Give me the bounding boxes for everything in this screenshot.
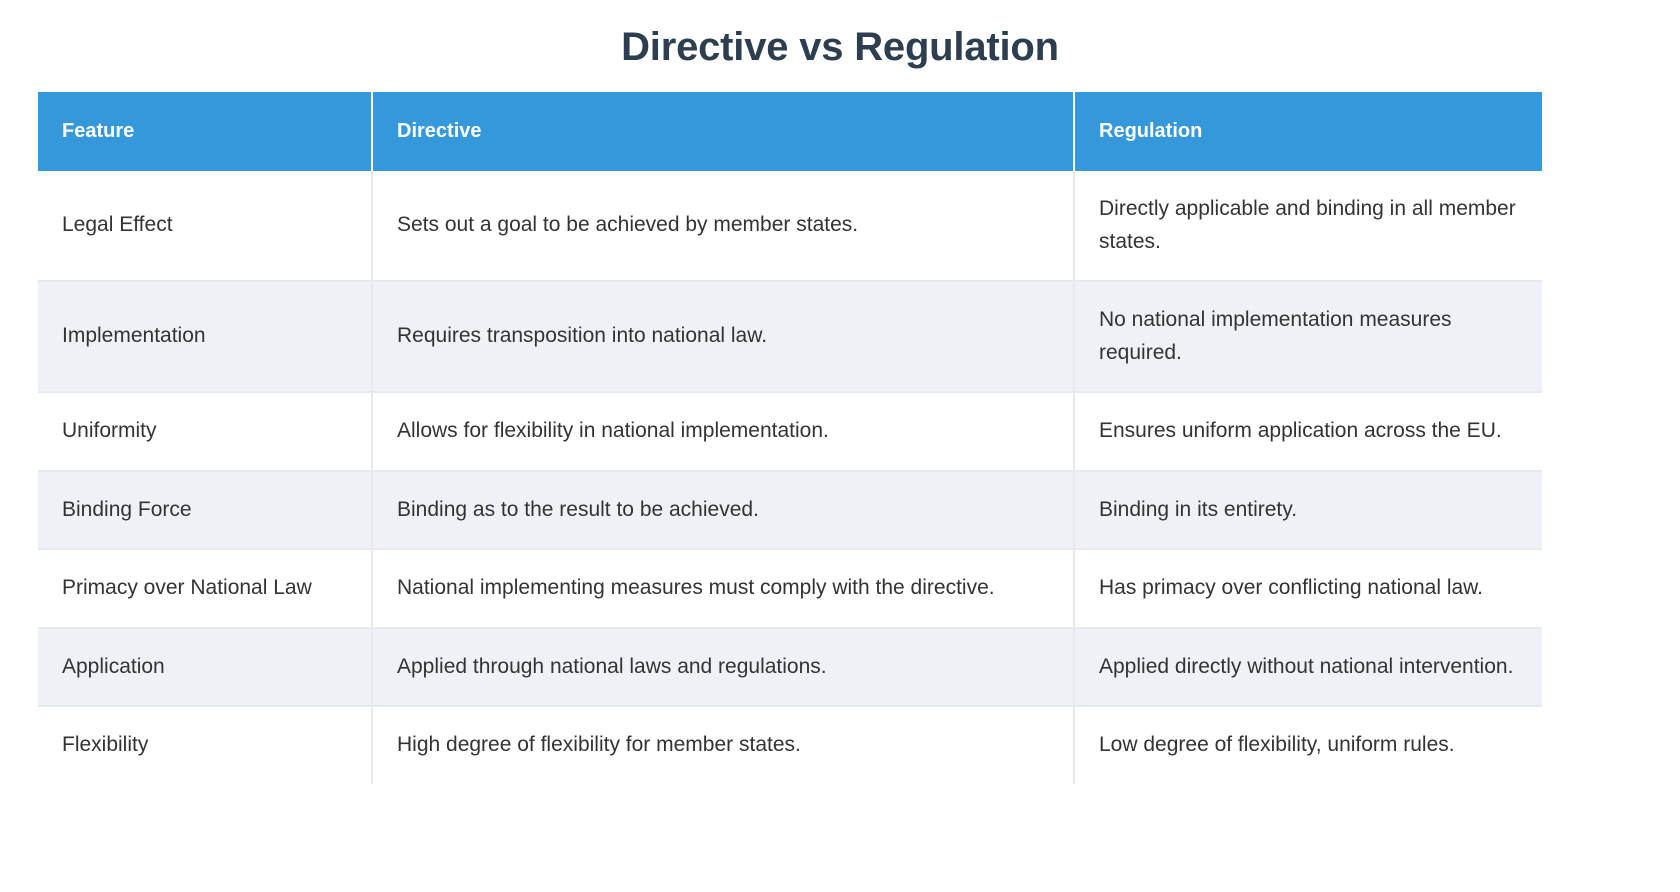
page-title: Directive vs Regulation [621,25,1059,69]
table-row: Implementation Requires transposition in… [38,281,1542,394]
cell-directive: Allows for flexibility in national imple… [372,392,1075,472]
cell-regulation: Binding in its entirety. [1074,470,1542,551]
table-row: Uniformity Allows for flexibility in nat… [38,392,1542,472]
cell-feature: Legal Effect [38,171,373,283]
cell-regulation: Applied directly without national interv… [1074,627,1542,708]
cell-directive: High degree of flexibility for member st… [372,706,1075,784]
cell-regulation: Has primacy over conflicting national la… [1074,549,1542,629]
table-row: Binding Force Binding as to the result t… [38,470,1542,551]
cell-feature: Application [38,627,373,708]
cell-feature: Implementation [38,281,373,394]
cell-directive: Sets out a goal to be achieved by member… [372,171,1075,283]
column-header-directive[interactable]: Directive [372,92,1075,171]
cell-feature: Binding Force [38,470,373,551]
cell-directive: National implementing measures must comp… [372,549,1075,629]
comparison-table-container: Feature Directive Regulation Legal Effec… [38,92,1542,784]
comparison-table: Feature Directive Regulation Legal Effec… [38,92,1542,784]
table-header: Feature Directive Regulation [38,92,1542,171]
table-row: Legal Effect Sets out a goal to be achie… [38,171,1542,283]
table-row: Flexibility High degree of flexibility f… [38,706,1542,784]
table-row: Application Applied through national law… [38,627,1542,708]
table-header-row: Feature Directive Regulation [38,92,1542,171]
cell-feature: Primacy over National Law [38,549,373,629]
column-header-feature[interactable]: Feature [38,92,373,171]
cell-directive: Requires transposition into national law… [372,281,1075,394]
cell-directive: Binding as to the result to be achieved. [372,470,1075,551]
cell-regulation: Ensures uniform application across the E… [1074,392,1542,472]
table-body: Legal Effect Sets out a goal to be achie… [38,171,1542,784]
cell-regulation: No national implementation measures requ… [1074,281,1542,394]
cell-regulation: Directly applicable and binding in all m… [1074,171,1542,283]
cell-directive: Applied through national laws and regula… [372,627,1075,708]
cell-feature: Flexibility [38,706,373,784]
column-header-regulation[interactable]: Regulation [1074,92,1542,171]
table-row: Primacy over National Law National imple… [38,549,1542,629]
cell-feature: Uniformity [38,392,373,472]
cell-regulation: Low degree of flexibility, uniform rules… [1074,706,1542,784]
